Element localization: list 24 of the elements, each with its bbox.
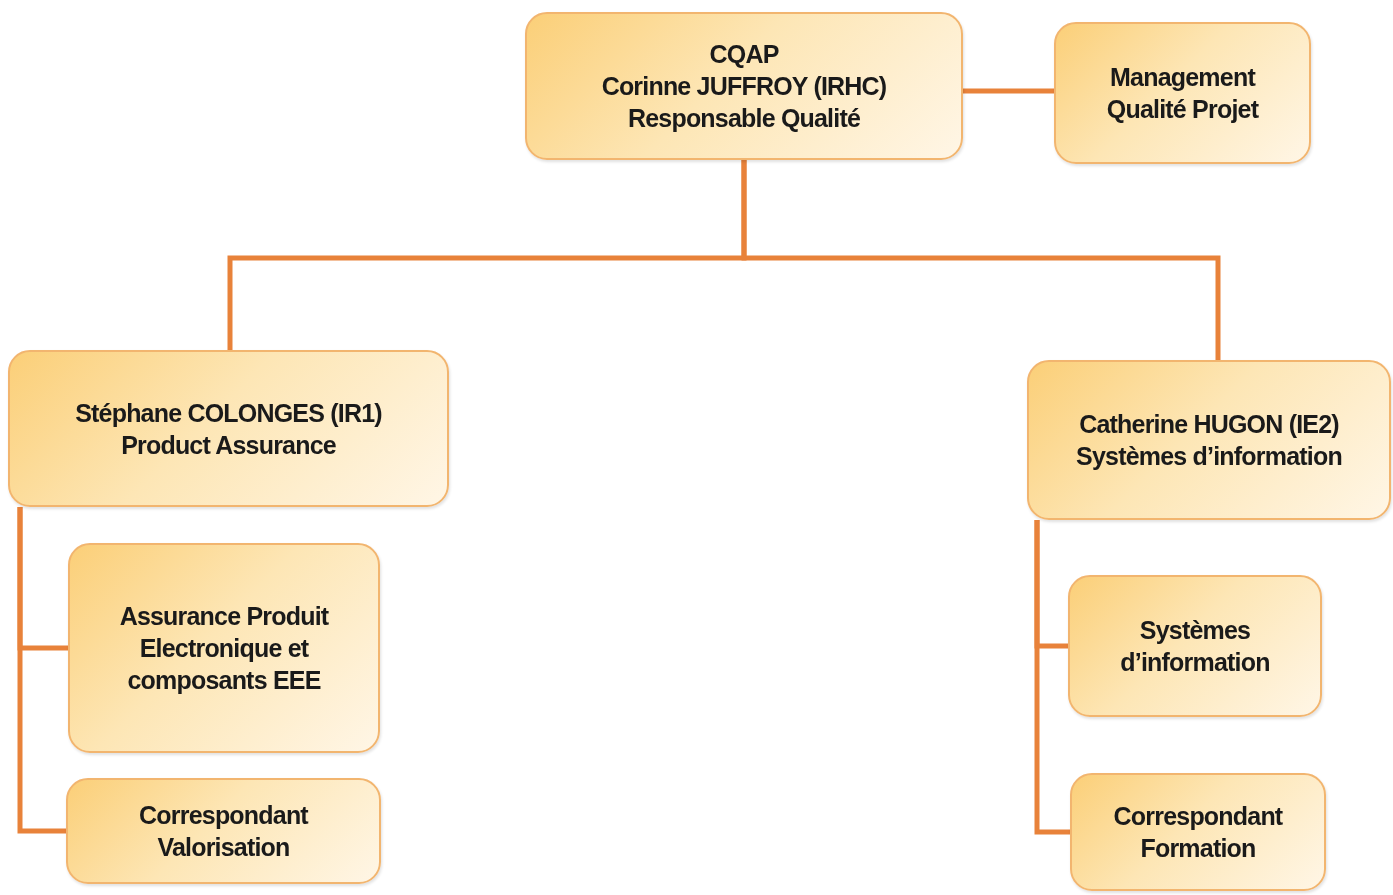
org-box	[1027, 360, 1391, 520]
connector-line	[741, 160, 1221, 360]
box-text: Correspondant Valorisation	[138, 800, 310, 863]
connector-line	[1034, 520, 1070, 835]
connector-line	[963, 88, 1054, 94]
box-text: Assurance Produit Electronique et composants EEE	[118, 601, 330, 696]
box-text: Corinne JUFFROY (IRHC)	[601, 71, 887, 102]
box-text: CQAP	[709, 39, 779, 70]
box-text: Systèmes d’information	[1076, 441, 1342, 472]
org-box	[1068, 575, 1322, 717]
box-text: Correspondant Formation	[1112, 801, 1284, 864]
box-text: Stéphane COLONGES (IR1)	[75, 397, 382, 429]
org-box	[68, 543, 380, 753]
box-text: Responsable Qualité	[627, 103, 861, 134]
org-box	[525, 12, 963, 160]
box-text: Catherine HUGON (IE2)	[1079, 409, 1339, 440]
org-box	[1054, 22, 1311, 164]
box-text: Management Qualité Projet	[1105, 62, 1260, 125]
box-text: Systèmes d’information	[1119, 615, 1271, 678]
org-box	[1070, 773, 1326, 891]
box-text: Product Assurance	[121, 429, 336, 461]
connector-line	[17, 507, 66, 834]
org-box	[66, 778, 381, 884]
org-box	[8, 350, 449, 507]
